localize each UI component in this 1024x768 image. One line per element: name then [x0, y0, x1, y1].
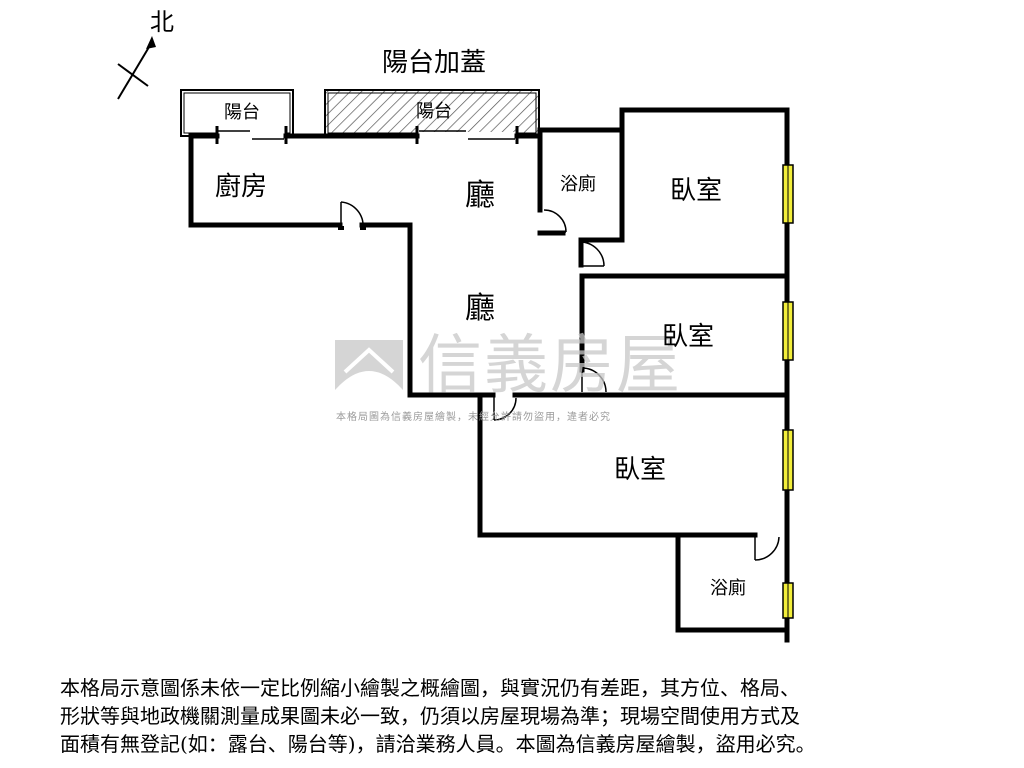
balcony-right-hatched — [324, 89, 540, 137]
watermark-brand: 信義房屋 — [418, 329, 682, 403]
door-swings — [338, 201, 780, 561]
disclaimer-text: 本格局示意圖係未依一定比例縮小繪製之概繪圖，與實況仍有差距，其方位、格局、 形狀… — [60, 674, 960, 758]
north-compass-icon — [117, 36, 156, 100]
windows — [782, 164, 794, 619]
living-room-lower-label: 廳 — [465, 291, 495, 326]
balcony-right-label: 陽台 — [416, 101, 452, 122]
watermark-logo-icon — [335, 340, 403, 402]
balcony-extension-label: 陽台加蓋 — [382, 48, 487, 78]
disclaimer-line: 形狀等與地政機關測量成果圖未必一致，仍須以房屋現場為準；現場空間使用方式及 — [60, 704, 800, 728]
kitchen-label: 廚房 — [215, 172, 268, 202]
balcony-left-label: 陽台 — [224, 102, 260, 123]
bathroom-upper-label: 浴廁 — [560, 174, 596, 195]
watermark-notice: 本格局圖為信義房屋繪製，未經允許請勿盜用，違者必究 — [336, 412, 611, 423]
bedroom-3-label: 臥室 — [614, 455, 667, 485]
bedroom-1-label: 臥室 — [670, 176, 723, 206]
living-room-upper-label: 廳 — [465, 178, 495, 213]
walls — [188, 107, 790, 643]
bedroom-2-label: 臥室 — [662, 322, 715, 352]
north-label: 北 — [150, 8, 174, 36]
bathroom-lower-label: 浴廁 — [710, 578, 746, 599]
disclaimer-line: 本格局示意圖係未依一定比例縮小繪製之概繪圖，與實況仍有差距，其方位、格局、 — [60, 676, 800, 700]
disclaimer-line: 面積有無登記(如：露台、陽台等)，請洽業務人員。本圖為信義房屋繪製，盜用必究。 — [60, 732, 816, 756]
